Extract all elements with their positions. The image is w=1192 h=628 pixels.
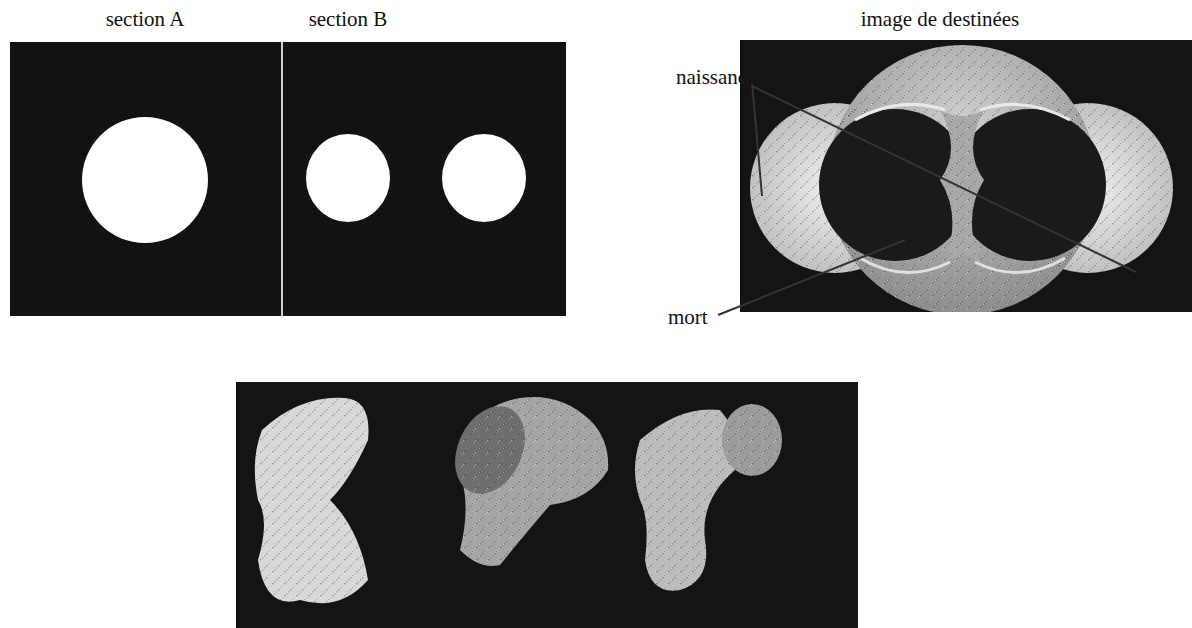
rendered-shape bbox=[255, 395, 782, 603]
divider bbox=[281, 42, 283, 316]
panel-title: image de destinées bbox=[861, 8, 1020, 31]
section-panel bbox=[10, 42, 566, 316]
section-label: section A bbox=[106, 8, 185, 31]
fate-image bbox=[750, 45, 1173, 312]
section-label: section B bbox=[309, 8, 388, 31]
callout-label: naissance bbox=[676, 66, 756, 89]
section-disc bbox=[82, 117, 208, 243]
leader-line bbox=[718, 82, 1136, 315]
render-panel bbox=[236, 382, 858, 628]
callout-label: mort bbox=[668, 306, 708, 329]
section-disc bbox=[442, 134, 526, 222]
section-disc bbox=[306, 134, 390, 222]
